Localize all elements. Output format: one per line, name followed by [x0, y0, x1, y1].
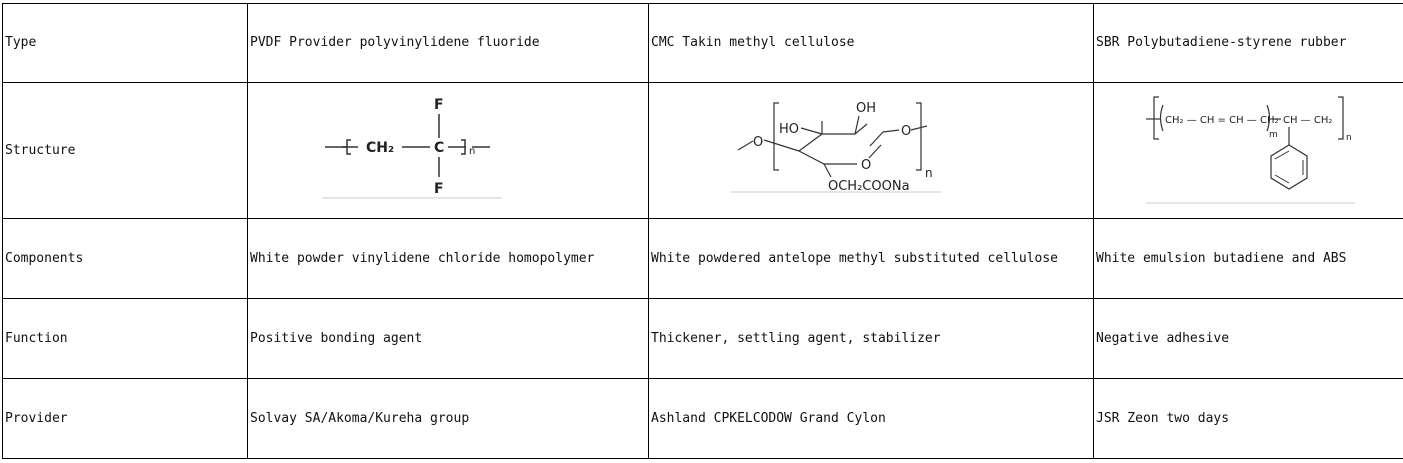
cell-components-pvdf: White powder vinylidene chloride homopol…	[247, 218, 649, 299]
pvdf-n-subscript: n	[469, 146, 475, 157]
table-row-type: Type PVDF Provider polyvinylidene fluori…	[2, 3, 1403, 83]
cell-type-sbr: SBR Polybutadiene-styrene rubber	[1093, 3, 1403, 83]
table-row-structure: Structure CH₂ C F F	[2, 82, 1403, 219]
sbr-structure-image: CH₂ — CH = CH — CH₂ m CH — CH₂ n	[1141, 95, 1356, 207]
table-row-components: Components White powder vinylidene chlor…	[2, 218, 1403, 299]
sbr-chain-label: CH₂ — CH = CH — CH₂	[1165, 115, 1278, 126]
cmc-o-ring-label: O	[861, 158, 871, 173]
sbr-n-subscript: n	[1346, 133, 1352, 143]
sbr-m-subscript: m	[1269, 130, 1278, 140]
cell-structure-pvdf: CH₂ C F F n	[247, 82, 649, 219]
cell-provider-cmc: Ashland CPKELCODOW Grand Cylon	[648, 378, 1094, 459]
cmc-o-right-label: O	[901, 124, 911, 139]
row-header-components: Components	[2, 218, 248, 299]
cell-type-pvdf: PVDF Provider polyvinylidene fluoride	[247, 3, 649, 83]
row-header-structure: Structure	[2, 82, 248, 219]
cell-structure-cmc: n O O HO OH O	[648, 82, 1094, 219]
sbr-branch-label: CH — CH₂	[1283, 115, 1332, 126]
pvdf-c-label: C	[434, 140, 444, 156]
row-header-function: Function	[2, 298, 248, 379]
cell-structure-sbr: CH₂ — CH = CH — CH₂ m CH — CH₂ n	[1093, 82, 1403, 219]
pvdf-f-top-label: F	[434, 97, 444, 113]
cell-function-sbr: Negative adhesive	[1093, 298, 1403, 379]
table-row-function: Function Positive bonding agent Thickene…	[2, 298, 1403, 379]
cmc-structure-image: n O O HO OH O	[731, 98, 946, 196]
cmc-side-chain-label: OCH₂COONa	[828, 179, 910, 194]
cmc-ho-label: HO	[779, 122, 799, 137]
cmc-n-subscript: n	[925, 166, 933, 180]
cmc-o-left-label: O	[753, 135, 763, 150]
table-row-provider: Provider Solvay SA/Akoma/Kureha group As…	[2, 378, 1403, 459]
cell-function-pvdf: Positive bonding agent	[247, 298, 649, 379]
comparison-table: Type PVDF Provider polyvinylidene fluori…	[2, 3, 1403, 459]
cmc-oh-label: OH	[856, 101, 876, 116]
pvdf-f-bottom-label: F	[434, 181, 444, 197]
pvdf-structure-image: CH₂ C F F n	[322, 90, 504, 205]
cell-type-cmc: CMC Takin methyl cellulose	[648, 3, 1094, 83]
cell-provider-pvdf: Solvay SA/Akoma/Kureha group	[247, 378, 649, 459]
cell-components-cmc: White powdered antelope methyl substitut…	[648, 218, 1094, 299]
pvdf-ch2-label: CH₂	[366, 140, 394, 156]
row-header-provider: Provider	[2, 378, 248, 459]
cell-function-cmc: Thickener, settling agent, stabilizer	[648, 298, 1094, 379]
cell-components-sbr: White emulsion butadiene and ABS	[1093, 218, 1403, 299]
row-header-type: Type	[2, 3, 248, 83]
cell-provider-sbr: JSR Zeon two days	[1093, 378, 1403, 459]
